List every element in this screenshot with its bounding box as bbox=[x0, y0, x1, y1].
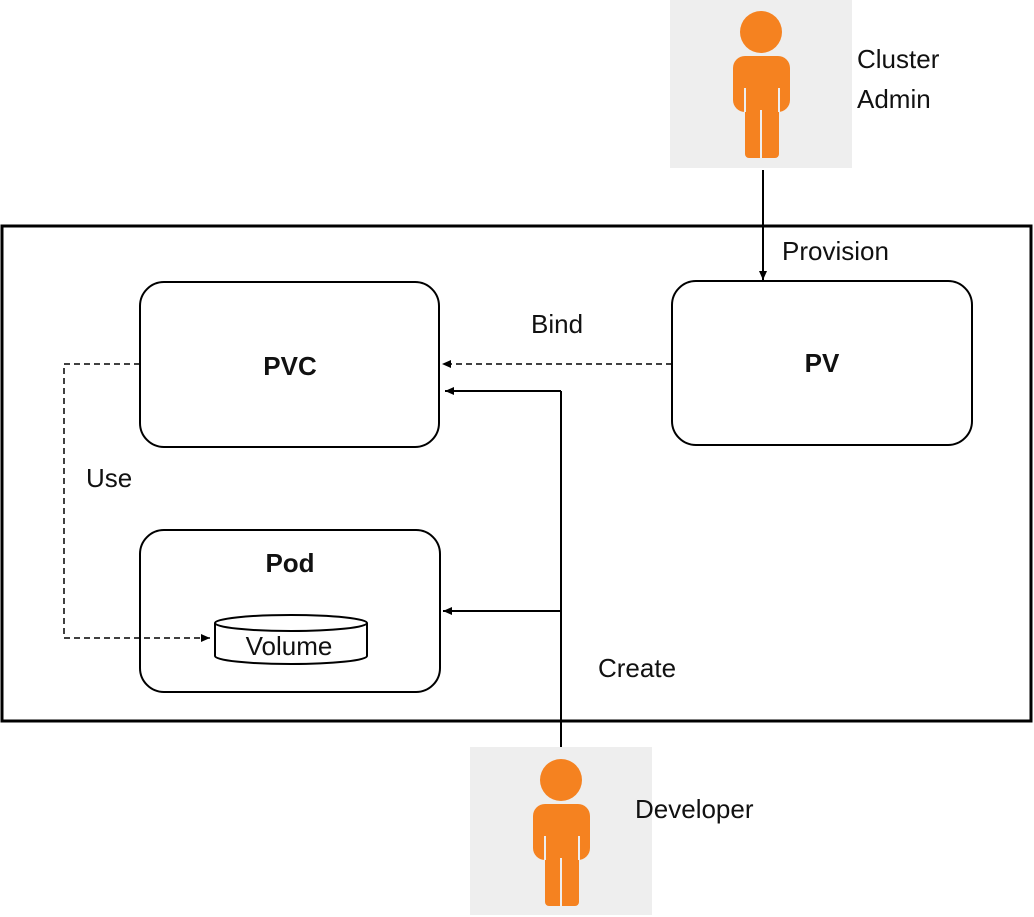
pv-label: PV bbox=[805, 348, 840, 378]
cluster-admin-actor bbox=[670, 0, 852, 168]
pv-box bbox=[671, 280, 973, 446]
use-arrow bbox=[63, 363, 210, 642]
cluster-admin-label-line1: Cluster bbox=[857, 44, 940, 74]
use-label: Use bbox=[86, 463, 132, 493]
developer-label: Developer bbox=[635, 794, 754, 824]
cluster-boundary bbox=[0, 224, 1033, 723]
pod-label: Pod bbox=[265, 548, 314, 578]
pvc-label: PVC bbox=[263, 351, 317, 381]
bind-label: Bind bbox=[531, 309, 583, 339]
provision-label: Provision bbox=[782, 236, 889, 266]
developer-actor bbox=[470, 747, 652, 915]
volume-cylinder-icon bbox=[214, 614, 368, 665]
cluster-admin-person-icon bbox=[733, 11, 790, 158]
developer-person-icon bbox=[533, 759, 590, 906]
cluster-admin-label-line2: Admin bbox=[857, 84, 931, 114]
volume-label: Volume bbox=[246, 631, 333, 661]
create-label: Create bbox=[598, 653, 676, 683]
create-arrows bbox=[443, 387, 562, 748]
